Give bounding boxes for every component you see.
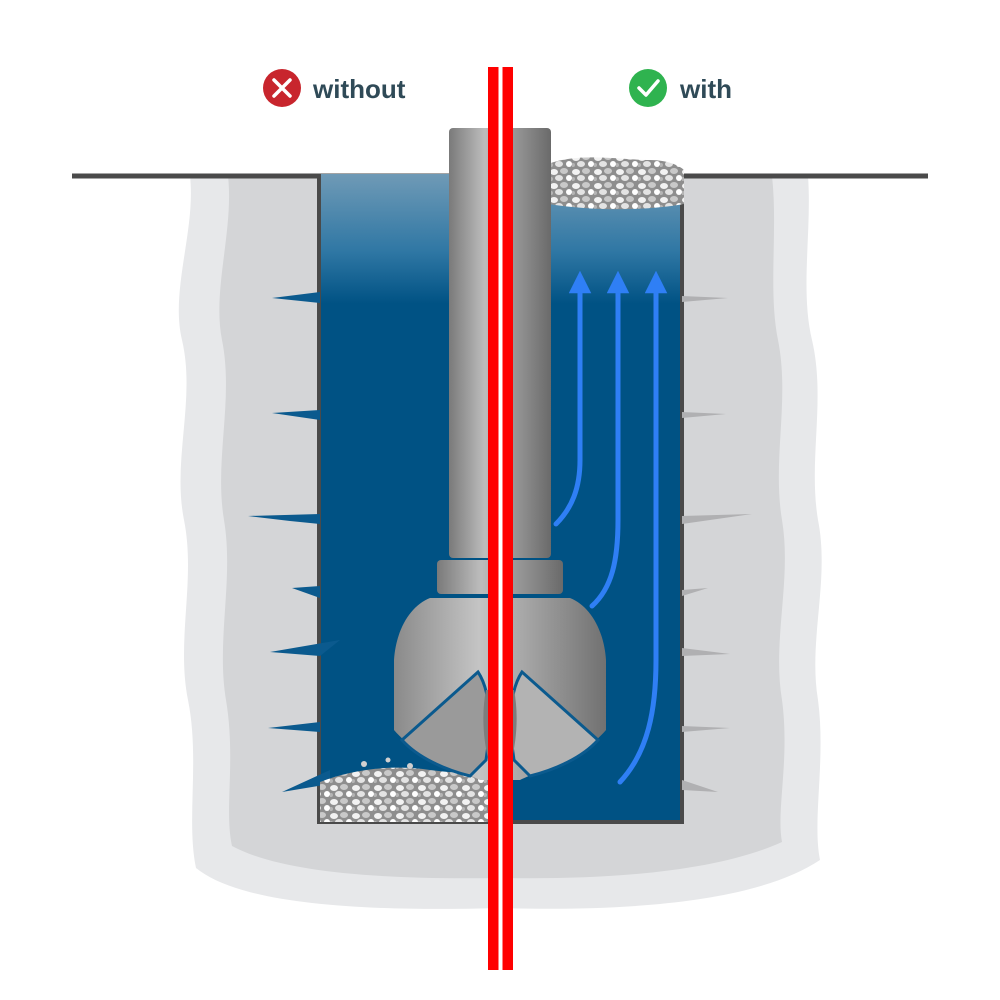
flow-arrow [589, 270, 630, 609]
crack [248, 514, 320, 524]
wall-cracks-with [682, 296, 752, 792]
drill-bit-cone-right [509, 669, 601, 778]
divider-stripe [498, 67, 503, 970]
sealed-crack [682, 296, 728, 302]
wall-cracks-without [248, 292, 340, 792]
crack [272, 410, 320, 420]
x-icon-mark [272, 78, 292, 98]
legend-with: with [629, 69, 732, 107]
crack [292, 586, 320, 598]
settled-cuttings-without [320, 767, 500, 822]
legend-with-label: with [679, 74, 732, 104]
crack [268, 722, 320, 732]
sealed-crack [682, 588, 708, 596]
crack [272, 292, 320, 303]
check-icon [629, 69, 667, 107]
legend-without: without [263, 69, 406, 107]
sealed-crack [682, 412, 726, 418]
sealed-crack [682, 780, 718, 792]
crack [282, 770, 330, 792]
check-icon-mark [637, 79, 660, 97]
cuttings-flow-arrows [553, 270, 668, 785]
legend-without-label: without [312, 74, 406, 104]
drill-bit-cone-left [399, 669, 491, 778]
flow-arrow [553, 270, 592, 527]
sealed-crack [682, 514, 752, 524]
removed-cuttings-with [548, 157, 684, 210]
comparison-divider [488, 67, 513, 970]
crack [270, 640, 340, 656]
sealed-crack [682, 648, 730, 656]
sealed-crack [682, 726, 730, 732]
flow-arrow [617, 270, 668, 785]
